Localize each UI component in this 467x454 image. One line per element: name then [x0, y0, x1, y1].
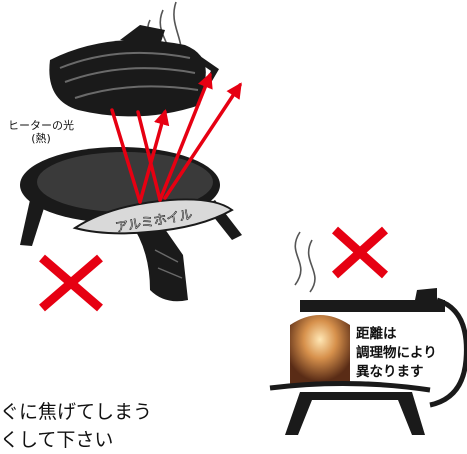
- stand: [285, 392, 425, 435]
- bottom-caption: ぐに焦げてしまう くして下さい: [0, 398, 152, 454]
- ray-down-left: [110, 108, 142, 204]
- heater-light-label: ヒーターの光 (熱): [8, 119, 74, 145]
- ray-up-1: [138, 108, 170, 204]
- distance-note: 距離は 調理物により 異なります: [356, 325, 437, 382]
- ray-up-3: [163, 82, 242, 200]
- grill-plate: [269, 380, 431, 393]
- grill-base: [20, 147, 242, 302]
- distance-note-line1: 距離は: [356, 326, 397, 342]
- food: [290, 315, 350, 385]
- ray-up-2: [158, 72, 213, 202]
- heater-light-line1: ヒーターの光: [8, 119, 74, 132]
- distance-note-line2: 調理物により: [356, 345, 437, 361]
- heater-head: [300, 288, 445, 312]
- diagram-canvas: アルミホイル: [20, 1, 467, 435]
- heater-lid: [49, 25, 219, 117]
- foil-sheet: [72, 198, 234, 235]
- smoke-right: [294, 231, 316, 293]
- heater-illustration: [269, 231, 467, 435]
- bottom-caption-line2: くして下さい: [0, 429, 114, 451]
- wrong-mark-right: [331, 226, 389, 279]
- wrong-mark-left: [39, 254, 103, 312]
- grill-illustration: [20, 1, 242, 302]
- heater-arm: [429, 297, 467, 408]
- ray-down-right: [136, 110, 162, 202]
- bottom-caption-line1: ぐに焦げてしまう: [0, 401, 153, 423]
- heater-light-line2: (熱): [31, 132, 51, 145]
- reflection-arrows: [110, 72, 242, 204]
- distance-note-line3: 異なります: [356, 364, 424, 380]
